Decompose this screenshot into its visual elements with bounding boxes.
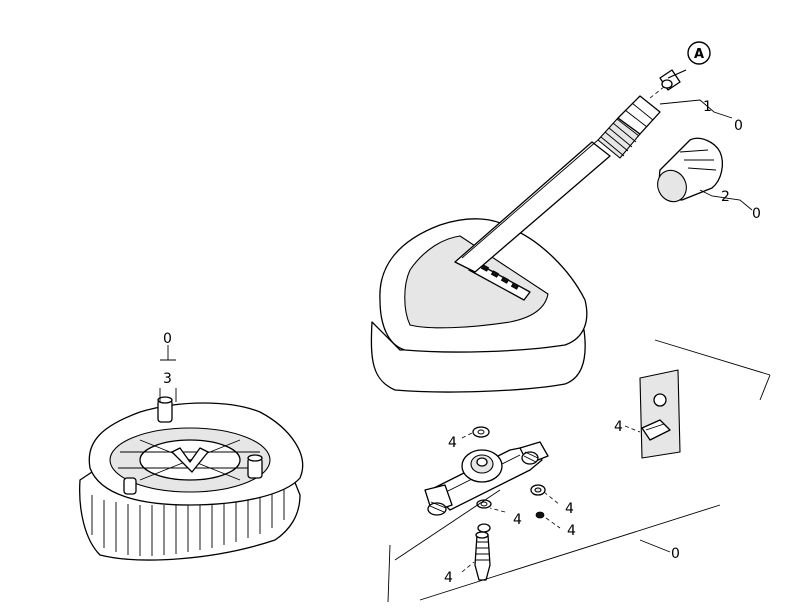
kit-outline: [387, 339, 771, 603]
callout-a-text: A: [694, 47, 704, 62]
label-2: 2: [721, 189, 730, 205]
part-4-spray-arm: [424, 441, 549, 516]
label-4-screw: 4: [444, 570, 453, 586]
callout-assembly-a: A: [687, 41, 711, 65]
part-2-sleeve: [657, 137, 723, 203]
label-2-qty: 0: [752, 206, 761, 222]
part-4-washer-lower-2: [477, 523, 491, 533]
part-4-washer-lower: [476, 499, 492, 509]
label-4-bracket: 4: [614, 419, 623, 435]
part-4-bracket: [639, 369, 681, 459]
label-3-qty: 0: [163, 331, 172, 347]
label-4-seal: 4: [567, 523, 576, 539]
label-4-washer-right: 4: [565, 501, 574, 517]
part-4-washer-top: [472, 426, 490, 438]
label-4-top: 4: [448, 435, 457, 451]
coupling-spring: [597, 95, 661, 159]
label-1: 1: [703, 99, 712, 115]
part-4-seal-small: [535, 511, 545, 519]
label-1-qty: 0: [734, 118, 743, 134]
label-kit-qty: 0: [671, 546, 680, 562]
bristle-lines: [91, 482, 285, 556]
part-3-brush-head: [79, 396, 304, 561]
part-4-washer-right: [530, 484, 546, 496]
part-4-axle-screw: [474, 531, 491, 581]
logo-strip-marks: [480, 264, 520, 290]
label-3: 3: [163, 371, 172, 387]
label-4-washer-lower: 4: [513, 512, 522, 528]
surface-cleaner-housing: [370, 95, 661, 393]
